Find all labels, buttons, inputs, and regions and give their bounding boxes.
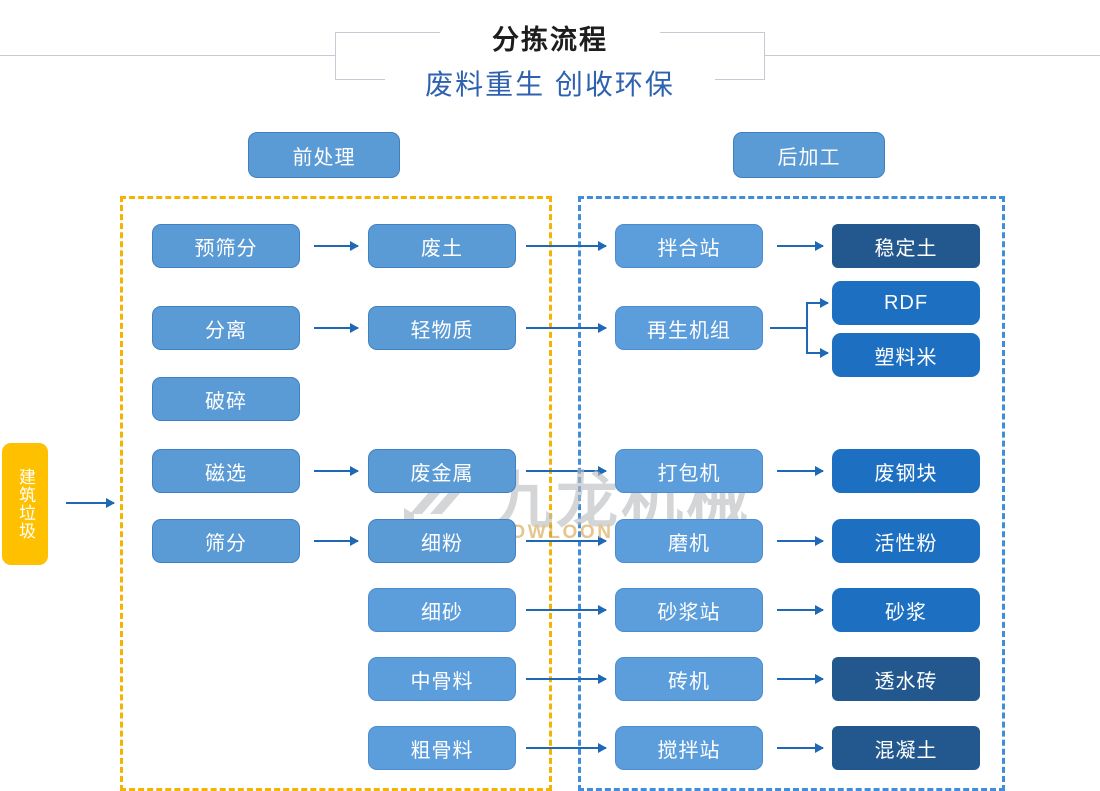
arrow-4-c-d: [777, 536, 824, 546]
page-subtitle: 废料重生 创收环保: [425, 69, 675, 100]
node-product-5[interactable]: 砂浆: [832, 588, 980, 632]
arrow-6-b-c: [526, 674, 607, 684]
arrow-6-c-d: [777, 674, 824, 684]
arrow-1-branch-rdf: [806, 298, 829, 308]
page-title: 分拣流程: [492, 25, 608, 55]
title-rule-left: [0, 55, 336, 56]
arrow-5-b-c: [526, 605, 607, 615]
arrow-5-c-d: [777, 605, 824, 615]
node-material-1[interactable]: 轻物质: [368, 306, 516, 350]
arrow-4-b-c: [526, 536, 607, 546]
node-machine-7[interactable]: 搅拌站: [615, 726, 763, 770]
node-material-7[interactable]: 粗骨料: [368, 726, 516, 770]
node-machine-5[interactable]: 砂浆站: [615, 588, 763, 632]
stage-label-pre-processing[interactable]: 前处理: [248, 132, 400, 178]
node-machine-3[interactable]: 打包机: [615, 449, 763, 493]
arrow-0-b-c: [526, 241, 607, 251]
arrow-1-branch-plastic: [806, 348, 829, 358]
node-process-0[interactable]: 预筛分: [152, 224, 300, 268]
node-process-4[interactable]: 筛分: [152, 519, 300, 563]
arrow-0-a-b: [314, 241, 359, 251]
arrow-3-a-b: [314, 466, 359, 476]
node-material-0[interactable]: 废土: [368, 224, 516, 268]
node-process-1[interactable]: 分离: [152, 306, 300, 350]
node-product-0[interactable]: 稳定土: [832, 224, 980, 268]
arrow-7-c-d: [777, 743, 824, 753]
title-sub-backdrop: [385, 60, 715, 98]
arrow-3-b-c: [526, 466, 607, 476]
node-material-6[interactable]: 中骨料: [368, 657, 516, 701]
node-material-4[interactable]: 细粉: [368, 519, 516, 563]
stage-label-post-processing[interactable]: 后加工: [733, 132, 885, 178]
title-rule-right: [764, 55, 1100, 56]
node-product-7[interactable]: 混凝土: [832, 726, 980, 770]
branch-connector-stem: [770, 327, 808, 329]
arrow-1-b-c: [526, 323, 607, 333]
node-machine-1[interactable]: 再生机组: [615, 306, 763, 350]
node-product-6[interactable]: 透水砖: [832, 657, 980, 701]
branch-connector-vertical: [806, 303, 808, 353]
arrow-7-b-c: [526, 743, 607, 753]
node-machine-0[interactable]: 拌合站: [615, 224, 763, 268]
node-product-3[interactable]: 废钢块: [832, 449, 980, 493]
node-process-2[interactable]: 破碎: [152, 377, 300, 421]
node-product-1-alt[interactable]: 塑料米: [832, 333, 980, 377]
node-material-5[interactable]: 细砂: [368, 588, 516, 632]
input-construction-waste[interactable]: 建筑垃圾: [2, 443, 48, 565]
node-machine-6[interactable]: 砖机: [615, 657, 763, 701]
arrow-4-a-b: [314, 536, 359, 546]
title-main-backdrop: [440, 14, 660, 54]
arrow-input-to-zone: [66, 498, 115, 508]
node-material-3[interactable]: 废金属: [368, 449, 516, 493]
zone-post-processing: [578, 196, 1005, 791]
arrow-1-a-b: [314, 323, 359, 333]
node-machine-4[interactable]: 磨机: [615, 519, 763, 563]
arrow-3-c-d: [777, 466, 824, 476]
node-product-1[interactable]: RDF: [832, 281, 980, 325]
node-product-4[interactable]: 活性粉: [832, 519, 980, 563]
node-process-3[interactable]: 磁选: [152, 449, 300, 493]
arrow-0-c-d: [777, 241, 824, 251]
zone-pre-processing: [120, 196, 552, 791]
